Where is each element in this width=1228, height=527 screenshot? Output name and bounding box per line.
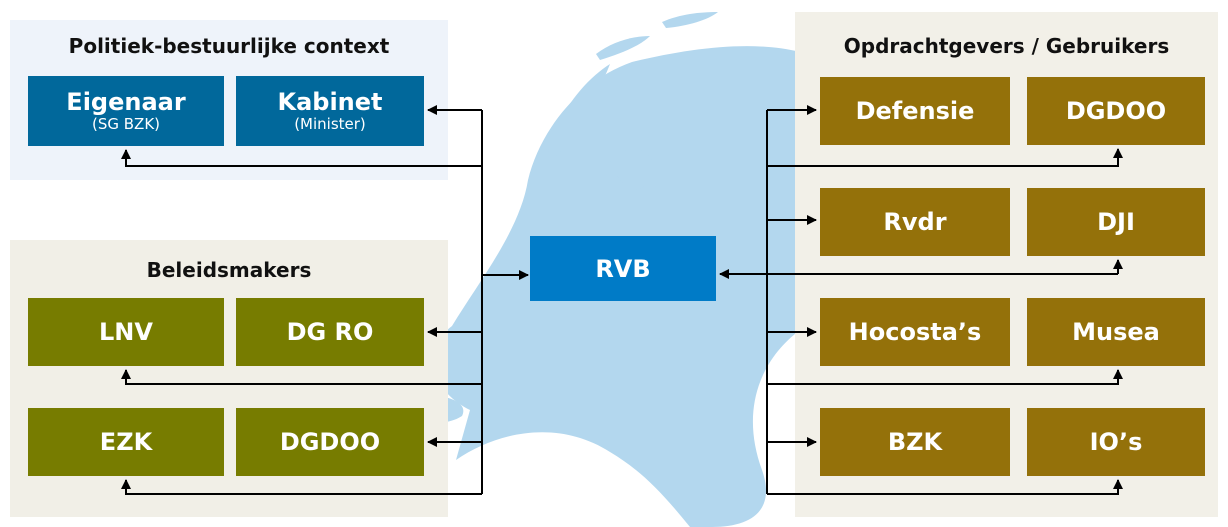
bzk-label: BZK: [887, 428, 943, 456]
connector-to-eigenaar: [121, 149, 482, 167]
opdrachtgevers-panel-title: Opdrachtgevers / Gebruikers: [843, 34, 1170, 58]
rvb-box: RVB: [530, 236, 716, 301]
dji-label: DJI: [1097, 208, 1135, 236]
ios-label: IO’s: [1089, 428, 1143, 456]
beleidsmakers-panel-title: Beleidsmakers: [146, 258, 312, 282]
rvdr-label: Rvdr: [883, 208, 947, 236]
dg-ro-box: DG RO: [236, 298, 424, 366]
connector-to-musea: [767, 369, 1123, 385]
defensie-label: Defensie: [855, 97, 975, 125]
connector-to-ios: [767, 479, 1123, 495]
ezk-label: EZK: [99, 428, 153, 456]
dgdoo-beleid-label: DGDOO: [279, 428, 381, 456]
dgdoo-opdracht-label: DGDOO: [1065, 97, 1167, 125]
dgdoo-opdracht-box: DGDOO: [1027, 77, 1205, 145]
dji-box: DJI: [1027, 188, 1205, 256]
lnv-label: LNV: [99, 318, 153, 346]
connector-to-lnv: [121, 369, 482, 385]
ios-box: IO’s: [1027, 408, 1205, 476]
bzk-box: BZK: [820, 408, 1010, 476]
kabinet-box: Kabinet (Minister): [236, 76, 424, 146]
defensie-box: Defensie: [820, 77, 1010, 145]
connector-to-ezk: [121, 479, 482, 495]
eigenaar-label: Eigenaar: [66, 88, 186, 116]
rvdr-box: Rvdr: [820, 188, 1010, 256]
hocostas-label: Hocosta’s: [848, 318, 982, 346]
connector-to-dgdoo-opdracht: [767, 148, 1123, 167]
kabinet-sublabel: (Minister): [294, 115, 366, 133]
musea-label: Musea: [1072, 318, 1160, 346]
hocostas-box: Hocosta’s: [820, 298, 1010, 366]
lnv-box: LNV: [28, 298, 224, 366]
dgdoo-beleid-box: DGDOO: [236, 408, 424, 476]
politiek-panel-title: Politiek-bestuurlijke context: [68, 34, 390, 58]
rvb-label: RVB: [595, 254, 651, 283]
musea-box: Musea: [1027, 298, 1205, 366]
eigenaar-sublabel: (SG BZK): [91, 115, 161, 133]
dg-ro-label: DG RO: [286, 318, 374, 346]
ezk-box: EZK: [28, 408, 224, 476]
kabinet-label: Kabinet: [277, 88, 383, 116]
eigenaar-box: Eigenaar (SG BZK): [28, 76, 224, 146]
